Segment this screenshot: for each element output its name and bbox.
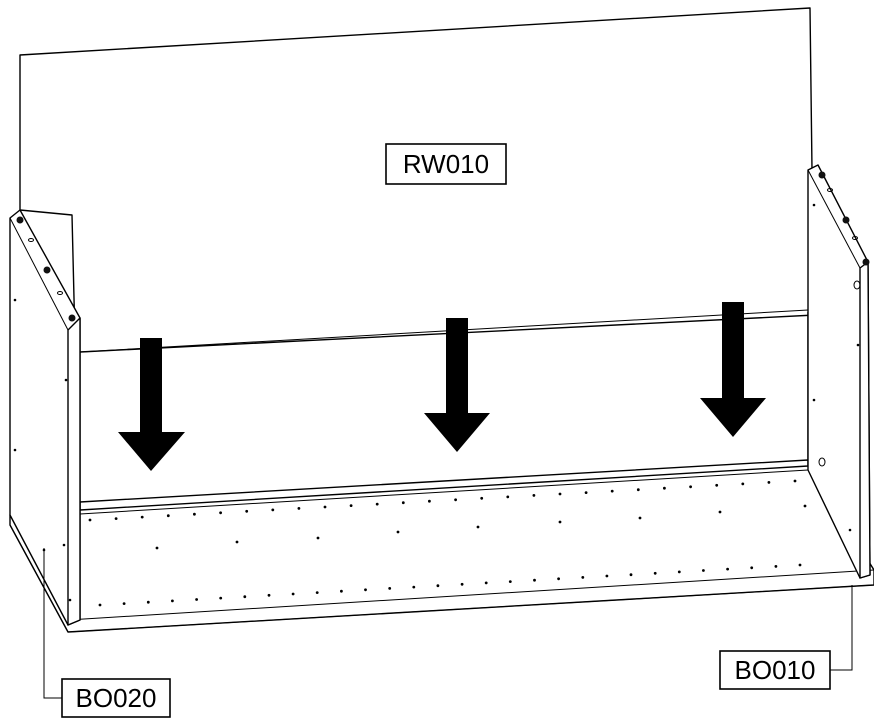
drill-hole	[532, 494, 536, 497]
drill-hole	[454, 498, 457, 502]
drill-hole	[508, 580, 512, 583]
drill-hole	[636, 488, 640, 492]
drill-hole	[750, 566, 754, 570]
drill-hole	[653, 571, 657, 575]
label-rw010-text: RW010	[403, 149, 489, 179]
label-bo010: BO010	[719, 585, 853, 690]
drill-hole	[271, 508, 275, 512]
drill-hole	[340, 589, 343, 593]
drill-hole	[267, 593, 271, 597]
drill-hole	[171, 599, 174, 603]
drill-hole	[798, 563, 802, 567]
drill-hole	[195, 598, 199, 601]
drill-hole	[291, 592, 295, 596]
drill-hole	[558, 492, 562, 496]
drill-hole	[718, 510, 722, 514]
arrow-right	[700, 302, 766, 437]
drill-hole	[243, 595, 247, 599]
arrow-left	[118, 338, 185, 471]
drill-hole	[629, 573, 633, 577]
left-side-panel-bo020	[9, 209, 81, 626]
drill-hole	[428, 499, 431, 503]
drill-hole	[480, 496, 484, 500]
drill-hole	[557, 577, 560, 581]
drill-hole	[146, 600, 150, 604]
drill-hole	[584, 491, 588, 494]
drill-hole	[349, 504, 353, 507]
drill-hole	[88, 518, 92, 522]
arrow-middle	[424, 318, 490, 452]
drill-hole	[412, 585, 416, 589]
drill-hole	[323, 505, 327, 509]
drill-hole	[166, 514, 170, 518]
drill-hole	[401, 501, 405, 505]
label-bo010-text: BO010	[735, 655, 816, 685]
drill-hole	[638, 516, 642, 520]
drill-hole	[774, 565, 778, 568]
drill-hole	[122, 602, 126, 605]
drill-hole	[581, 576, 585, 579]
drill-hole	[610, 489, 614, 493]
right-side-panel-bo010	[807, 164, 871, 579]
drill-hole	[436, 584, 440, 588]
drill-hole	[315, 591, 319, 594]
drill-hole	[803, 504, 807, 508]
drill-hole	[460, 582, 464, 586]
drill-hole	[793, 479, 797, 483]
drill-hole	[726, 567, 729, 571]
drill-hole	[484, 581, 488, 585]
drill-hole	[663, 486, 666, 490]
drill-hole	[767, 481, 771, 484]
drill-hole	[476, 525, 480, 529]
drill-hole	[388, 587, 392, 590]
label-bo020-text: BO020	[76, 683, 157, 713]
drill-hole	[533, 578, 536, 582]
label-bo020: BO020	[43, 548, 171, 718]
drill-hole	[155, 546, 159, 550]
drill-hole	[193, 512, 196, 516]
drill-hole	[316, 536, 320, 540]
drill-hole	[702, 569, 705, 572]
drill-hole	[605, 574, 609, 578]
drill-hole	[98, 603, 102, 607]
drill-hole	[715, 483, 719, 487]
bottom-panel	[9, 459, 874, 633]
drill-hole	[741, 482, 745, 486]
label-rw010: RW010	[385, 143, 507, 185]
drill-hole	[375, 502, 379, 506]
drill-hole	[235, 540, 239, 544]
drill-hole	[364, 588, 367, 592]
drill-hole	[219, 511, 223, 515]
drill-hole	[396, 530, 400, 534]
drill-hole	[689, 485, 692, 489]
drill-hole	[677, 570, 681, 574]
drill-hole	[506, 495, 510, 499]
drill-hole	[558, 520, 562, 524]
back-panel-rw010	[19, 7, 816, 462]
drill-hole	[245, 509, 249, 513]
drill-hole	[114, 517, 118, 520]
drill-hole	[140, 515, 144, 519]
drill-hole	[297, 507, 301, 510]
drill-hole	[219, 596, 223, 600]
